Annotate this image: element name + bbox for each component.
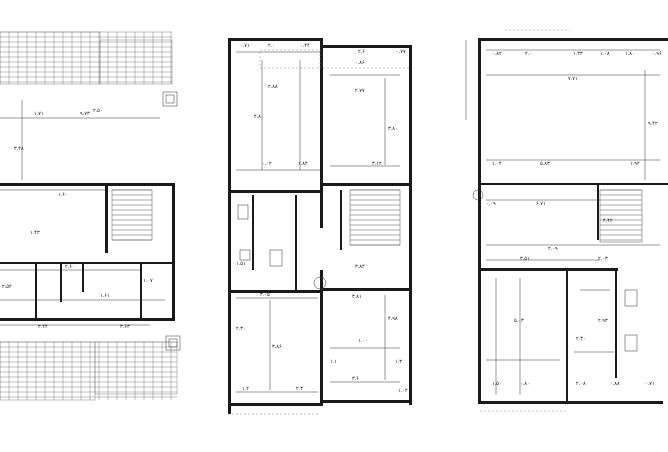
dim-label: ۲.۷۷	[355, 88, 365, 94]
dim-label: ۱.۴۳	[30, 230, 40, 236]
dim-label: ۰.۸۶	[355, 60, 365, 66]
dim-label: ۷.۷۱	[568, 76, 578, 82]
dim-label: ۹.۷۳	[80, 111, 90, 117]
dim-label: ۰.۷۱	[645, 381, 655, 387]
dim-label: ۲.۰۸	[576, 381, 586, 387]
dim-label: ۱.۲	[242, 386, 249, 392]
dim-label: ۱.۱	[330, 359, 337, 365]
dim-label: ۰.۴۴	[300, 43, 310, 49]
dim-label: ۱.۳۳	[573, 51, 583, 57]
dim-label: ۰.۹۶	[652, 51, 662, 57]
dim-label: ۲.۸۸	[268, 84, 278, 90]
right-floor-plan: ۰.۸۲ ۲.۰ ۱.۳۳ ۱.۰۸ ۱.۸۰ ۰.۹۶ ۷.۷۱ ۹.۴۲ ۵…	[465, 29, 668, 412]
dim-label: ۲.۰۹	[548, 246, 558, 252]
dim-label: ۳.۴۸	[14, 146, 24, 152]
left-floor-plan: ۹.۷۳ ۱.۷۱ ۲.۵۰ ۳.۴۸ ۱.۶۰ ۱.۴۳ ۲.۶۰ ۳.۴۲ …	[0, 31, 181, 401]
dim-label: ۱.۷۱	[34, 111, 44, 117]
dim-label: ۲.۰۳	[598, 256, 608, 262]
dim-label: ۵.۸۳	[540, 161, 550, 167]
roof-tiles-top	[0, 31, 173, 85]
dim-label: ۱.۰۴	[492, 161, 502, 167]
dim-label: ۴.۸۰	[254, 114, 264, 120]
dim-label: ۲.۳۰	[576, 336, 586, 342]
dim-label: ۱.۰۸	[600, 51, 610, 57]
dim-label: ۲.۶	[358, 49, 365, 55]
dim-label: ۳.۶۳	[120, 324, 130, 330]
roof-tiles-bottom	[0, 341, 178, 401]
middle-floor-plan: ۰.۷۱ ۲.۰ ۰.۴۴ ۲.۶ ۰.۷۷ ۰.۸۶ ۲.۷۷ ۲.۸۸ ۴.…	[228, 38, 412, 415]
dim-label: ۱.۰۴	[398, 388, 408, 394]
left-walls	[0, 183, 175, 321]
dim-label: ۳.۸۴	[355, 264, 365, 270]
dim-label: ۲.۰	[525, 51, 532, 57]
right-walls	[478, 38, 668, 404]
dim-label: ۱.۶۰	[58, 192, 68, 198]
dim-label: ۰.۸۸	[610, 381, 620, 387]
dim-label: ۳.۸۰	[388, 126, 398, 132]
dim-label: ۶.۷۱	[536, 201, 546, 207]
dim-label: ۵.۰۳	[514, 318, 524, 324]
middle-walls	[228, 38, 412, 414]
dim-label: ۱.۵۰	[492, 381, 502, 387]
dim-label: ۳.۴۲	[38, 324, 48, 330]
dim-label: ۱.۳	[395, 359, 402, 365]
dim-label: ۴.۴۲	[603, 218, 613, 224]
dim-label: ۲.۶۰	[65, 264, 75, 270]
dim-label: ۰.۸۰	[520, 381, 530, 387]
dim-label: ۳.۱۲	[372, 161, 382, 167]
dim-label: ۲.۵۴	[2, 284, 12, 290]
dim-label: ۰.۰۹	[486, 201, 496, 207]
dim-label: ۲.۳۰	[236, 326, 246, 332]
dim-label: ۱.۰۰	[358, 338, 368, 344]
dim-label: ۹.۴۲	[648, 121, 658, 127]
dim-label: ۳.۵۱	[520, 256, 530, 262]
dim-label: ۰.۷۷	[396, 49, 406, 55]
dim-label: ۲.۵۰	[93, 108, 103, 114]
dim-label: ۲.۹۳	[598, 318, 608, 324]
dim-label: ۱.۵۱	[236, 261, 246, 267]
dim-label: ۲.۰	[268, 43, 275, 49]
dim-label: ۱.۰۷	[143, 278, 153, 284]
dim-label: ۴.۹۸	[388, 316, 398, 322]
dim-label: ۳.۸۱	[352, 294, 362, 300]
dim-label: ۰.۷۱	[240, 43, 250, 49]
dim-label: ۰.۰۲	[262, 161, 272, 167]
dim-label: ۱.۹۲	[630, 161, 640, 167]
dim-label: ۱.۸۴	[298, 161, 308, 167]
dim-label: ۳.۸۶	[272, 344, 282, 350]
dim-label: ۳.۰۵	[260, 292, 270, 298]
dim-label: ۰.۸۲	[492, 51, 502, 57]
dim-label: ۱.۶۱	[100, 293, 110, 299]
dim-label: ۳.۶	[352, 376, 359, 382]
dim-label: ۱.۸۰	[625, 51, 635, 57]
dim-label: ۲.۳	[296, 386, 303, 392]
